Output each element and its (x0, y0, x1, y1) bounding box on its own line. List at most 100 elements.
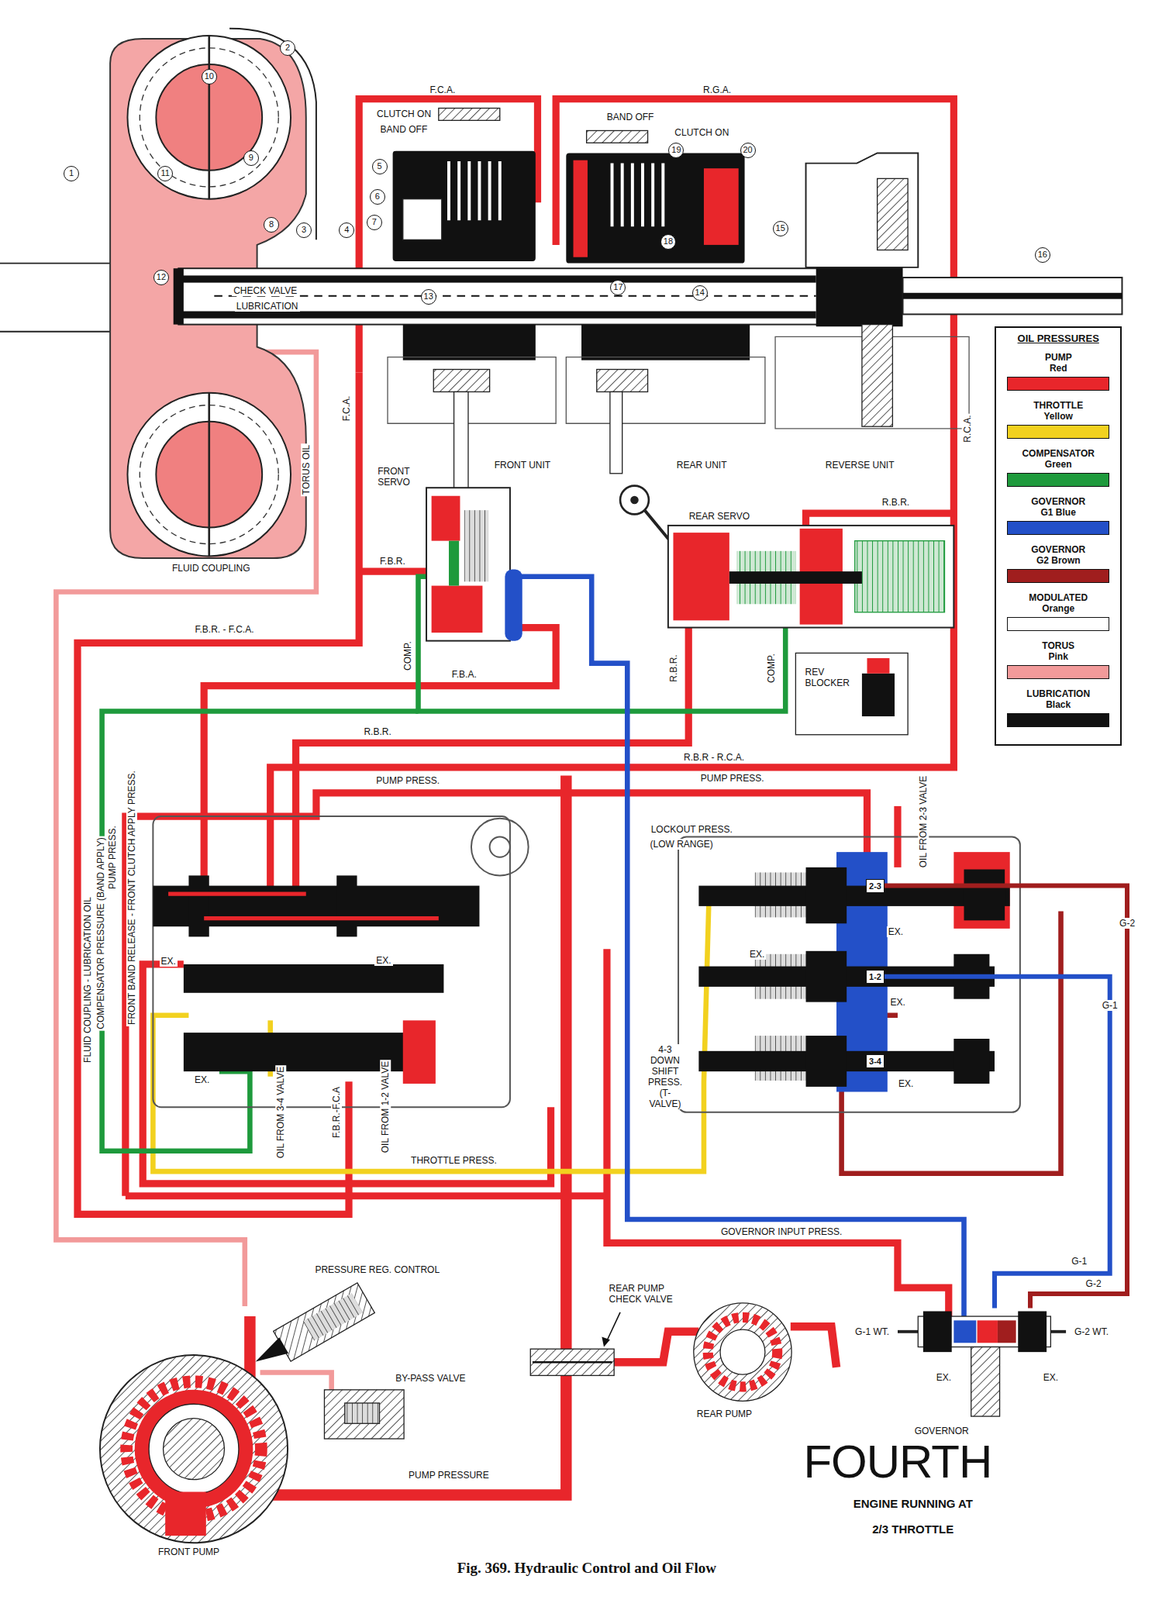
oil-line (125, 1192, 607, 1200)
legend-text: MODULATED Orange (1028, 592, 1088, 614)
front-pump (148, 1403, 239, 1494)
oil-line (790, 1326, 837, 1368)
front-unit (438, 108, 501, 121)
check-valve (601, 1336, 611, 1347)
rear-pump (707, 1317, 777, 1387)
fluid-coupling (207, 393, 211, 557)
rear-servo (729, 571, 863, 584)
right-valve-body (806, 1035, 848, 1087)
component-label: REAR PUMP CHECK VALVE (607, 1282, 689, 1305)
check-valve (532, 1361, 613, 1364)
legend-entry: TORUS Pink (1002, 640, 1114, 680)
vertical-line-label: OIL FROM 2-3 VALVE (917, 773, 929, 869)
line-label: F.C.A. (428, 84, 458, 96)
line-label: R.B.R. (362, 726, 393, 738)
pressure-regulator (247, 1282, 376, 1377)
vertical-line-label: COMP. (765, 651, 777, 685)
oil-line-connector (884, 976, 1111, 1309)
node-text: FLUID COUPLING (170, 562, 252, 574)
line-label: EX. (934, 1372, 953, 1383)
reverse-blocker (866, 658, 890, 674)
legend-box: OIL PRESSURESPUMP RedTHROTTLE YellowCOMP… (994, 326, 1122, 746)
check-valve (606, 1312, 621, 1343)
component-label: FRONT SERVO (375, 465, 426, 488)
fluid-coupling (0, 28, 317, 559)
left-valve-body (336, 875, 357, 937)
line-label: LUBRICATION (234, 300, 301, 312)
reverse-blocker (862, 673, 895, 717)
line-label: PUMP PRESSURE (406, 1469, 491, 1481)
line-label: EX. (374, 955, 393, 966)
front-servo (431, 586, 483, 634)
legend-swatch (1006, 665, 1110, 680)
component-label: FRONT PUMP (156, 1546, 221, 1558)
front-servo (426, 487, 511, 641)
line-label: BAND OFF (605, 111, 656, 123)
vertical-line-label: R.C.A. (962, 413, 973, 444)
main-shaft (903, 293, 1123, 300)
callout-number: 2 (279, 40, 296, 56)
front-unit (393, 151, 536, 262)
main-shaft (178, 310, 816, 318)
condition-text: ENGINE RUNNING AT (851, 1496, 975, 1511)
front-unit (403, 199, 442, 241)
vertical-line-label: COMP. (402, 639, 414, 673)
vertical-line-label: OIL FROM 3-4 VALVE (275, 1065, 287, 1160)
fluid-coupling (127, 393, 291, 557)
governor-valve (1017, 1310, 1047, 1352)
front-unit (387, 357, 556, 425)
line-label: EX. (748, 948, 766, 960)
rear-unit (630, 496, 639, 505)
legend-text: GOVERNOR G2 Brown (1031, 544, 1086, 566)
component-label: FRONT UNIT (493, 459, 552, 471)
front-pump (165, 1491, 207, 1536)
callout-number: 4 (338, 222, 355, 238)
vertical-line-label: TORUS OIL (300, 442, 312, 496)
oil-line (358, 568, 428, 576)
legend-entry: GOVERNOR G1 Blue (1002, 496, 1114, 535)
node-text: BY-PASS VALVE (393, 1372, 467, 1384)
governor-valve (1050, 1330, 1066, 1334)
right-valve-body (698, 886, 1010, 907)
callout-number: 14 (692, 285, 708, 301)
vertical-line-label: COMPENSATOR PRESSURE (BAND APPLY) (95, 836, 107, 1032)
right-valve-body (806, 867, 848, 924)
line-label: THROTTLE PRESS. (409, 1155, 499, 1166)
callout-number: 8 (263, 217, 280, 233)
legend-entry: LUBRICATION Black (1002, 688, 1114, 728)
callout-number: 3 (296, 222, 312, 238)
vertical-line-label: F.C.A. (341, 393, 352, 423)
legend-swatch (1006, 713, 1110, 728)
node-text: 1-2 (866, 970, 884, 983)
line-label: EX. (886, 926, 905, 938)
pressure-regulator (273, 1282, 376, 1362)
component-label: REAR UNIT (675, 459, 729, 471)
legend-entry: GOVERNOR G2 Brown (1002, 544, 1114, 583)
front-servo (431, 496, 461, 542)
node-text: FRONT SERVO (375, 465, 426, 488)
rear-unit (620, 486, 649, 515)
rear-unit (565, 357, 766, 425)
vertical-line-label: PUMP PRESS. (106, 824, 118, 891)
oil-line (203, 627, 556, 878)
oil-line (270, 99, 955, 899)
rear-servo (668, 525, 954, 628)
right-valve-body (806, 951, 848, 1003)
line-label: EX. (896, 1078, 915, 1090)
line-label: R.B.R. (880, 496, 911, 508)
rear-pump (693, 1303, 792, 1401)
left-valve-body (403, 1020, 436, 1084)
legend-swatch (1006, 472, 1110, 487)
line-label: F.B.R. (378, 555, 407, 567)
legend-entry: THROTTLE Yellow (1002, 400, 1114, 439)
line-label: EX. (159, 955, 178, 967)
front-servo (426, 487, 523, 641)
node-text: REAR UNIT (675, 459, 729, 471)
bypass-valve (344, 1403, 380, 1424)
legend-text: LUBRICATION Black (1026, 688, 1090, 711)
front-pump (100, 1355, 288, 1543)
node-text: REAR SERVO (687, 510, 752, 522)
reverse-unit (775, 152, 969, 428)
valve-tag: 2-3 (865, 879, 885, 894)
